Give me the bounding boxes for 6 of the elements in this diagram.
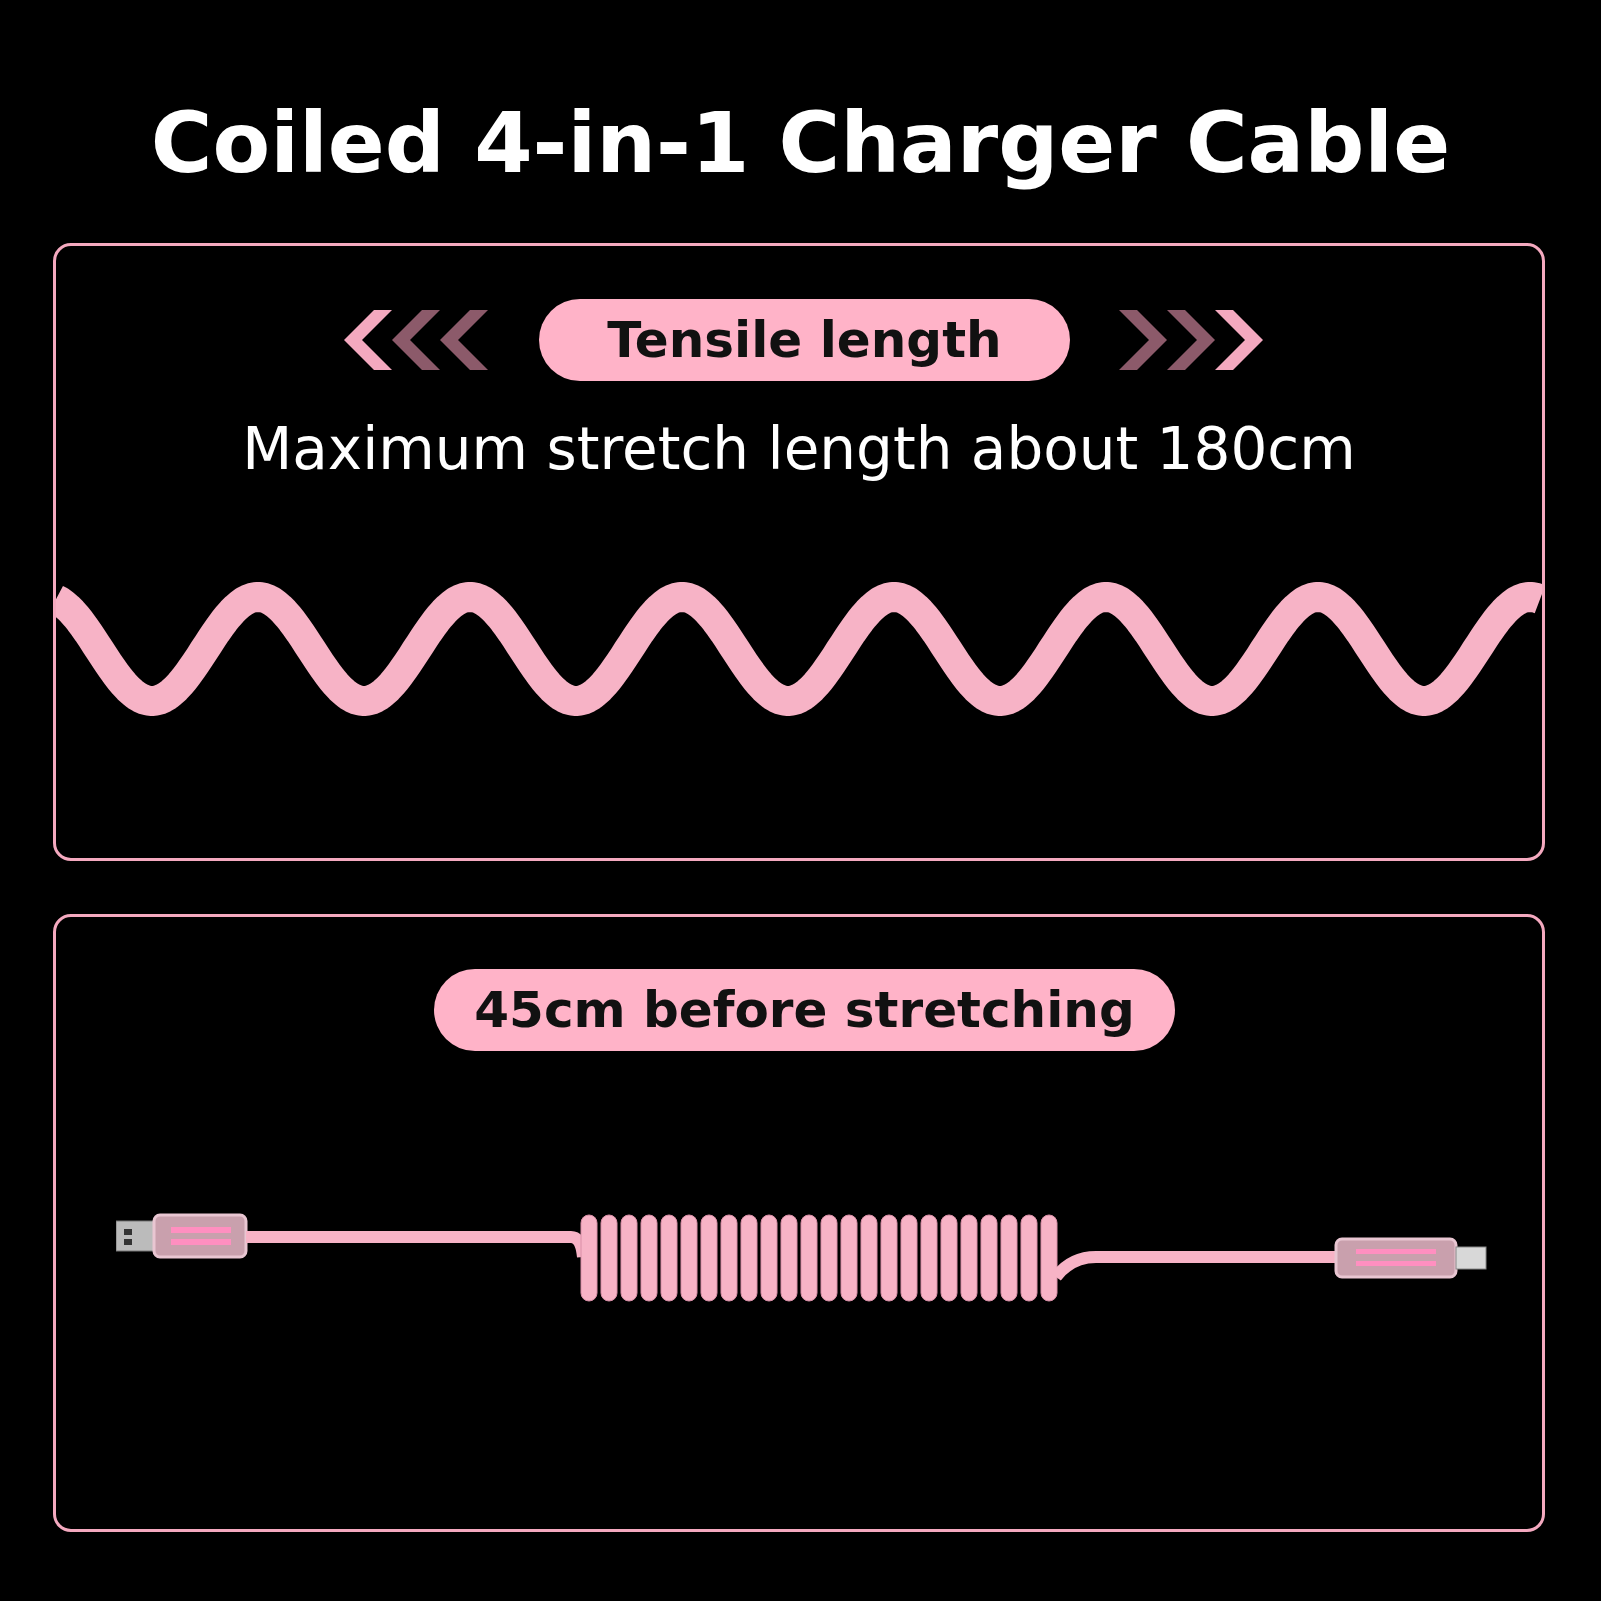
panel-frame [53,914,1545,1532]
heading-pill: 45cm before stretching [434,969,1175,1051]
description-text: Maximum stretch length about 180cm [241,414,1357,485]
title: Coiled 4-in-1 Charger Cable [149,93,1452,194]
heading-pill: Tensile length [539,299,1070,381]
panel-frame [53,243,1545,861]
